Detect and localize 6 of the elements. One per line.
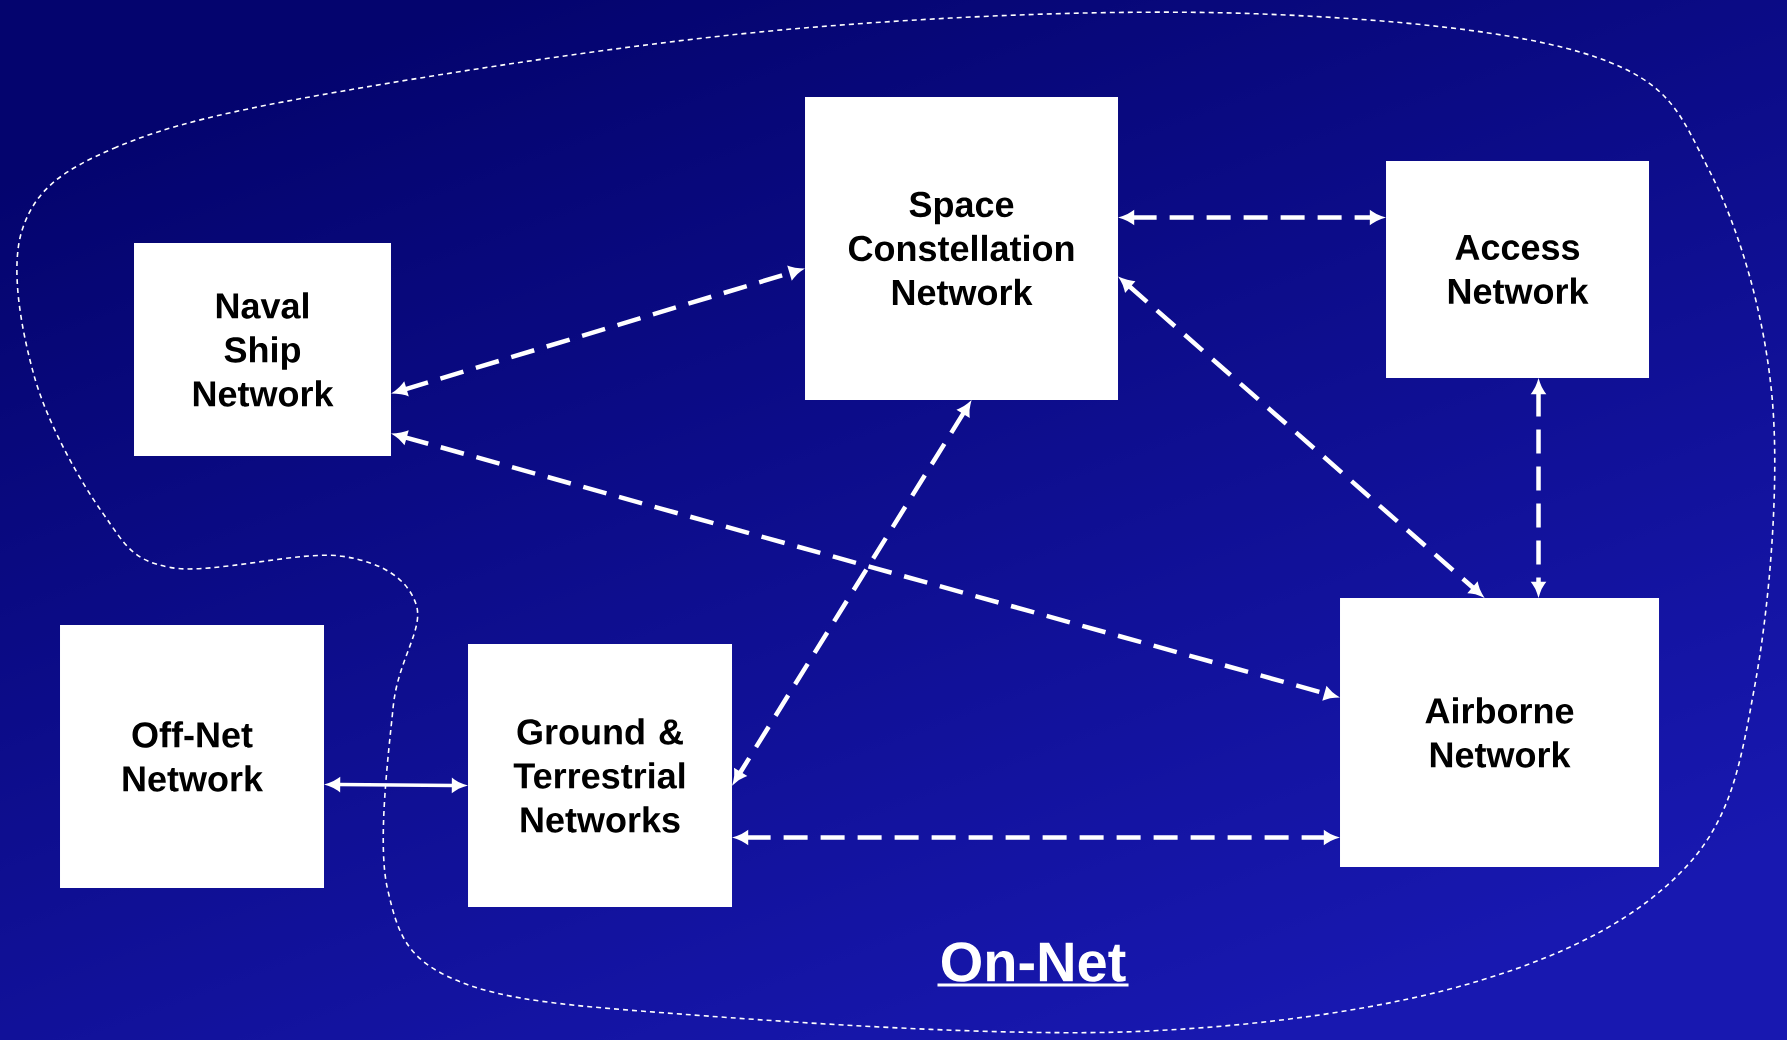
network-box: Airborne Network [1340, 598, 1659, 867]
network-box: Space Constellation Network [805, 97, 1118, 400]
network-box: Naval Ship Network [134, 243, 391, 456]
network-box: Off-Net Network [60, 625, 324, 888]
network-box: Access Network [1386, 161, 1649, 378]
network-box: Ground & Terrestrial Networks [468, 644, 732, 907]
